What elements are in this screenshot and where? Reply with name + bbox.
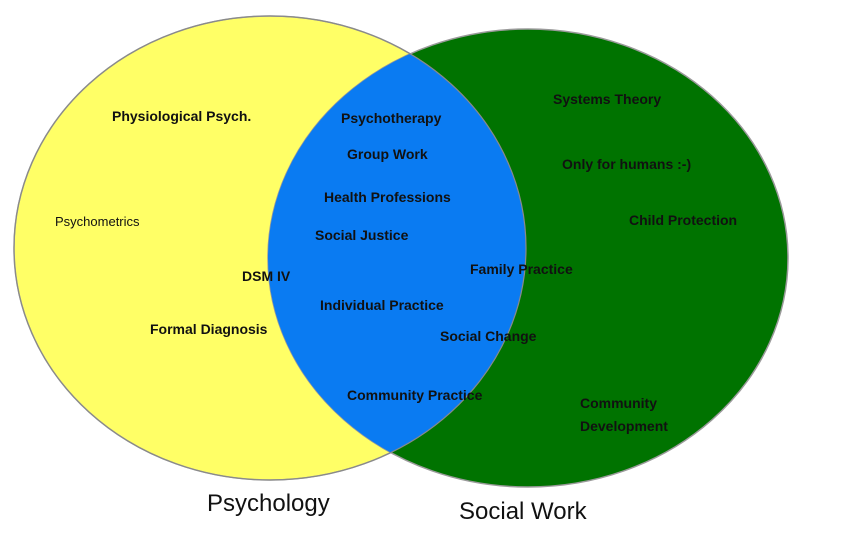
overlap-region: [268, 29, 526, 480]
item-community-development-line2: Development: [580, 418, 668, 434]
item-social-justice: Social Justice: [315, 227, 409, 243]
label-social-work: Social Work: [459, 498, 588, 525]
item-physiological-psych: Physiological Psych.: [112, 108, 251, 124]
item-dsm-iv: DSM IV: [242, 268, 291, 284]
item-child-protection: Child Protection: [629, 212, 737, 228]
label-psychology: Psychology: [207, 490, 330, 517]
psychology-outline: [13, 15, 527, 481]
item-group-work: Group Work: [347, 146, 428, 162]
item-social-change: Social Change: [440, 328, 537, 344]
item-community-development-line1: Community: [580, 395, 657, 411]
item-systems-theory: Systems Theory: [553, 91, 661, 107]
item-only-for-humans: Only for humans :-): [562, 156, 691, 172]
item-community-practice: Community Practice: [347, 387, 483, 403]
item-formal-diagnosis: Formal Diagnosis: [150, 321, 268, 337]
item-health-professions: Health Professions: [324, 189, 451, 205]
item-psychotherapy: Psychotherapy: [341, 110, 442, 126]
item-family-practice: Family Practice: [470, 261, 573, 277]
item-psychometrics: Psychometrics: [55, 214, 140, 229]
item-individual-practice: Individual Practice: [320, 297, 444, 313]
